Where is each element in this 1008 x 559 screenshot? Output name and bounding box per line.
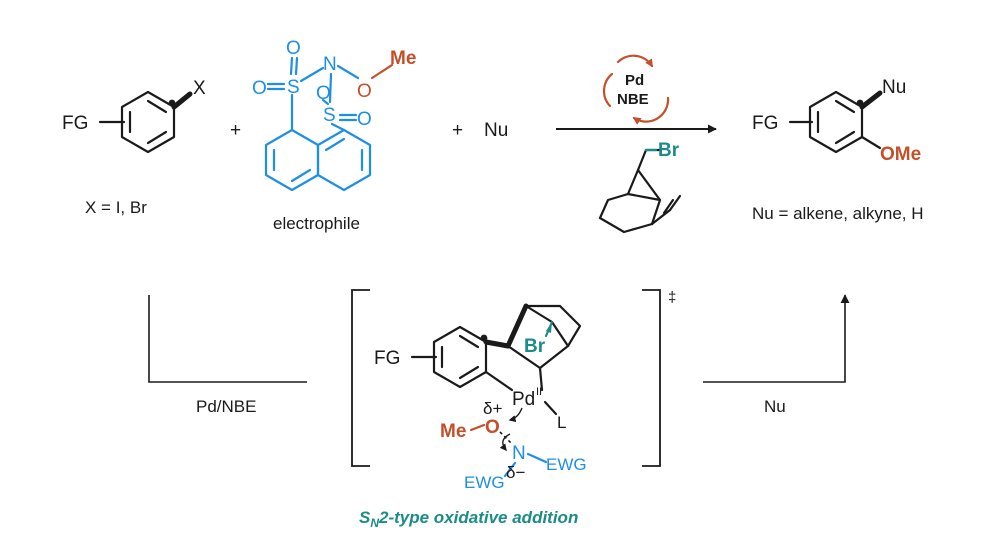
caption-n-subscript: N xyxy=(370,516,379,530)
ts-n-label: N xyxy=(512,443,526,464)
plus-sign: + xyxy=(230,120,241,141)
nbe-bridge xyxy=(524,304,554,324)
s-o-double-bond xyxy=(294,56,299,76)
ts-br-label: Br xyxy=(524,336,546,357)
cycle-arrow xyxy=(632,96,670,125)
s-o-double-bond xyxy=(321,98,330,106)
ewg-label: EWG xyxy=(546,455,587,474)
aryl-pd-bond xyxy=(484,370,514,392)
fg-label: FG xyxy=(374,348,400,369)
alkene-bond xyxy=(662,198,675,215)
nbe-label: NBE xyxy=(617,91,649,108)
ring-bond xyxy=(598,216,654,234)
ligand-l-label: L xyxy=(557,413,566,432)
ts-bracket-left xyxy=(351,289,370,467)
aromatic-bond xyxy=(290,168,312,183)
caption-s: S xyxy=(359,508,371,527)
ring-bond xyxy=(668,194,682,212)
pd-nbe-label: Pd/NBE xyxy=(196,397,256,416)
atom-o-methoxy: O xyxy=(357,81,372,102)
mechanism-caption: SN2-type oxidative addition xyxy=(359,508,578,530)
transition-state: FG Br Pd II L δ+ Me O N EWG EWG δ− xyxy=(374,303,587,492)
breaking-o-n-bond xyxy=(499,431,513,445)
c-nu-bond xyxy=(859,90,883,110)
n-ewg-bond xyxy=(503,461,517,478)
br-wedge xyxy=(546,322,552,333)
aromatic-bond xyxy=(458,334,480,349)
atom-s: S xyxy=(287,77,300,98)
nucleophile-label: Nu xyxy=(484,120,508,141)
nbe-ring xyxy=(524,304,582,370)
product: FG Nu OMe Nu = alkene, alkyne, H xyxy=(752,77,924,223)
aryl-halide-substrate: FG X X = I, Br xyxy=(62,78,206,217)
fg-label: FG xyxy=(62,113,88,134)
me-o-bond xyxy=(469,423,486,432)
s-o-double-bond xyxy=(289,56,294,76)
substrate-caption: X = I, Br xyxy=(85,198,147,217)
n-ewg-bond xyxy=(526,452,548,464)
ts-o-label: O xyxy=(485,417,500,438)
aromatic-bond xyxy=(834,99,856,114)
br-label: Br xyxy=(658,140,680,161)
pd-center-label: Pd xyxy=(512,389,535,410)
bromo-norbornene-mediator: Br xyxy=(598,140,682,234)
nu-label: Nu xyxy=(882,77,906,98)
atom-o: O xyxy=(357,109,372,130)
electron-push-arrow xyxy=(508,407,523,423)
cycle-arc xyxy=(602,72,614,108)
aromatic-bond xyxy=(834,130,856,145)
cycle-arrow xyxy=(616,54,654,68)
flow-arrow-right xyxy=(703,294,850,383)
pd-nbe-catalyst-cycle: Pd NBE xyxy=(602,54,670,125)
aromatic-bond xyxy=(146,99,168,114)
pd-l-bond xyxy=(543,400,558,416)
electron-push-arrow xyxy=(499,433,511,452)
atom-o: O xyxy=(252,78,267,99)
atom-o: O xyxy=(316,83,331,104)
caption-rest: 2-type oxidative addition xyxy=(378,508,578,527)
aromatic-bond xyxy=(458,365,480,380)
atom-n: N xyxy=(323,54,337,75)
x-label: X xyxy=(193,78,206,99)
aryl-nbe-bond xyxy=(483,339,511,349)
s-n-bond xyxy=(299,66,325,83)
n-s-bond xyxy=(328,72,333,104)
bridge-bond xyxy=(636,148,662,172)
ts-dagger: ‡ xyxy=(668,289,676,306)
ts-bracket-right xyxy=(642,289,661,467)
nbe-bridge xyxy=(550,320,570,348)
n-o-bond xyxy=(336,64,360,80)
ewg-label: EWG xyxy=(464,473,505,492)
pd-label: Pd xyxy=(625,72,644,89)
nu-step-label: Nu xyxy=(764,397,786,416)
ts-me-label: Me xyxy=(440,421,466,442)
c-x-bond xyxy=(171,91,193,110)
aromatic-bond xyxy=(146,130,168,145)
electrophile-caption: electrophile xyxy=(273,214,360,233)
pd-oxidation-state: II xyxy=(536,386,542,398)
plus-sign: + xyxy=(452,120,463,141)
me-label: Me xyxy=(390,48,416,69)
aromatic-bond xyxy=(324,137,346,152)
delta-plus: δ+ xyxy=(483,399,502,418)
atom-s: S xyxy=(323,105,336,126)
ome-label: OMe xyxy=(880,144,921,165)
fg-label: FG xyxy=(752,113,778,134)
ring-bond xyxy=(626,192,662,226)
c-pd-bond xyxy=(538,366,544,392)
electrophile-reagent: O S O N O Me S O O electrophile xyxy=(252,38,416,233)
nbe-bond xyxy=(505,303,529,349)
product-caption: Nu = alkene, alkyne, H xyxy=(752,204,924,223)
o-me-bond xyxy=(370,63,394,80)
ring-bond xyxy=(650,208,672,226)
delta-minus: δ− xyxy=(506,463,525,482)
flow-line-left xyxy=(148,295,307,383)
ring-bond xyxy=(598,192,630,220)
nbe-ring xyxy=(506,344,542,370)
atom-o: O xyxy=(286,38,301,59)
s-c-bond xyxy=(330,122,346,132)
c-o-bond xyxy=(860,135,882,150)
